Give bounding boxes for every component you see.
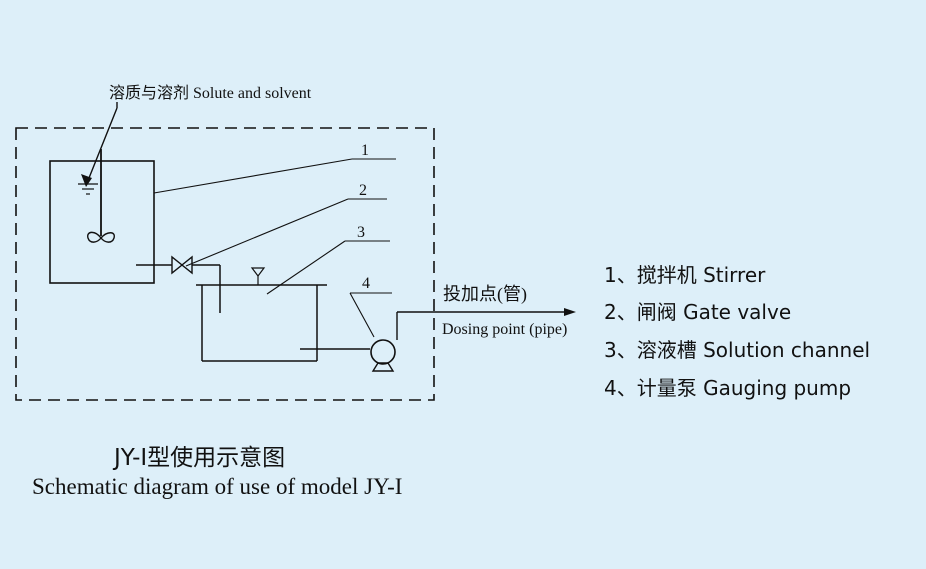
- system-boundary: [15, 127, 435, 401]
- caption-cn: JY-Ⅰ型使用示意图: [112, 445, 285, 471]
- dosing-point-cn-label: 投加点(管): [443, 284, 527, 305]
- solute-solvent-label: 溶质与溶剂 Solute and solvent: [109, 84, 312, 102]
- gauging-pump-body: [370, 339, 396, 365]
- solute-solvent-arrowhead: [81, 174, 92, 187]
- stirrer-blade-left: [87, 231, 102, 243]
- gauging-pump-base: [371, 362, 395, 372]
- number-label-1: 1: [361, 142, 369, 159]
- stirrer-tank: [49, 160, 155, 284]
- solute-solvent-input-arrow: [86, 102, 118, 184]
- gate-valve-right-triangle: [180, 255, 193, 275]
- leader-line-3: [266, 240, 346, 295]
- liquid-level-indicator: [250, 267, 266, 277]
- legend-item-gate-valve: 2、闸阀 Gate valve: [604, 300, 791, 324]
- leader-line-4: [349, 292, 375, 338]
- legend-item-gauging-pump: 4、计量泵 Gauging pump: [604, 376, 851, 400]
- caption-en: Schematic diagram of use of model JY-I: [32, 474, 402, 499]
- dosing-arrowhead: [564, 308, 576, 316]
- leader-line-1: [153, 158, 353, 194]
- gate-valve-left-triangle: [171, 255, 184, 275]
- leader-line-2: [185, 198, 349, 267]
- dosing-point-en-label: Dosing point (pipe): [442, 321, 567, 338]
- number-label-2: 2: [359, 182, 367, 199]
- number-label-4: 4: [362, 275, 370, 292]
- stirrer-blade-right: [100, 232, 115, 243]
- legend-item-solution-channel: 3、溶液槽 Solution channel: [604, 338, 870, 362]
- legend-item-stirrer: 1、搅拌机 Stirrer: [604, 263, 766, 287]
- number-label-3: 3: [357, 224, 365, 241]
